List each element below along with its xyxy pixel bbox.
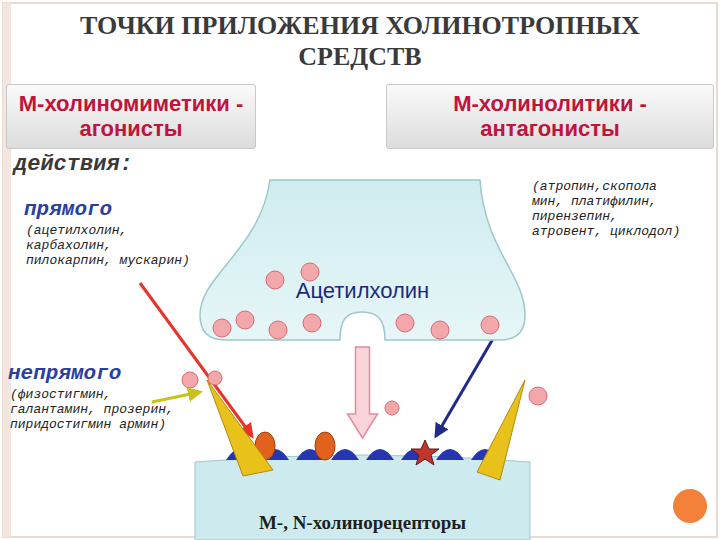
category-label: непрямого — [8, 362, 178, 386]
release-arrow — [348, 347, 378, 438]
vesicle — [303, 314, 321, 332]
header-box: М-холиномиметики - агонисты — [6, 84, 256, 149]
vesicle — [213, 319, 231, 337]
decor-circle — [673, 489, 707, 523]
header-box: М-холинолитики - антагонисты — [386, 84, 714, 149]
vesicle — [208, 371, 222, 385]
cholinesterase-cone — [207, 380, 273, 476]
vesicle — [266, 271, 284, 289]
antagonist-star — [411, 440, 439, 465]
presynaptic-terminal: Ацетилхолин — [200, 180, 525, 345]
slide-title: ТОЧКИ ПРИЛОЖЕНИЯ ХОЛИНОТРОПНЫХ СРЕДСТВ — [80, 10, 640, 72]
cholinesterase-cone — [477, 380, 525, 480]
receptor — [331, 449, 359, 460]
postsynaptic-membrane: М-, N-холинорецепторы — [195, 440, 530, 540]
header-text: М-холинолитики - антагонисты — [395, 91, 705, 142]
drug-list: (атропин,скопола мин, платифилин, пиренз… — [532, 180, 692, 240]
category-label: прямого — [24, 198, 184, 222]
vesicle — [396, 314, 414, 332]
vesicle — [385, 401, 399, 415]
section-label: действия: — [14, 152, 184, 177]
header-text: М-холиномиметики - агонисты — [15, 91, 247, 142]
drug-list: (ацетилхолин, карбахолин, пилокарпин, му… — [26, 224, 191, 269]
node-text: Ацетилхолин — [240, 278, 485, 303]
drug-list: (физостигмин, галантамин, прозерин, пири… — [10, 388, 178, 433]
vesicle — [236, 311, 254, 329]
vesicle — [182, 372, 198, 388]
terminal-outline — [200, 180, 525, 345]
node-text: М-, N-холинорецепторы — [259, 512, 466, 534]
agonist-molecule — [315, 432, 335, 460]
receptor — [366, 449, 394, 460]
receptor — [436, 449, 464, 460]
terminal-shape — [200, 180, 525, 340]
vesicle — [481, 316, 499, 334]
indirect-arrow — [152, 392, 200, 402]
vesicle — [269, 321, 287, 339]
vesicle — [431, 321, 449, 339]
vesicle — [529, 387, 547, 405]
